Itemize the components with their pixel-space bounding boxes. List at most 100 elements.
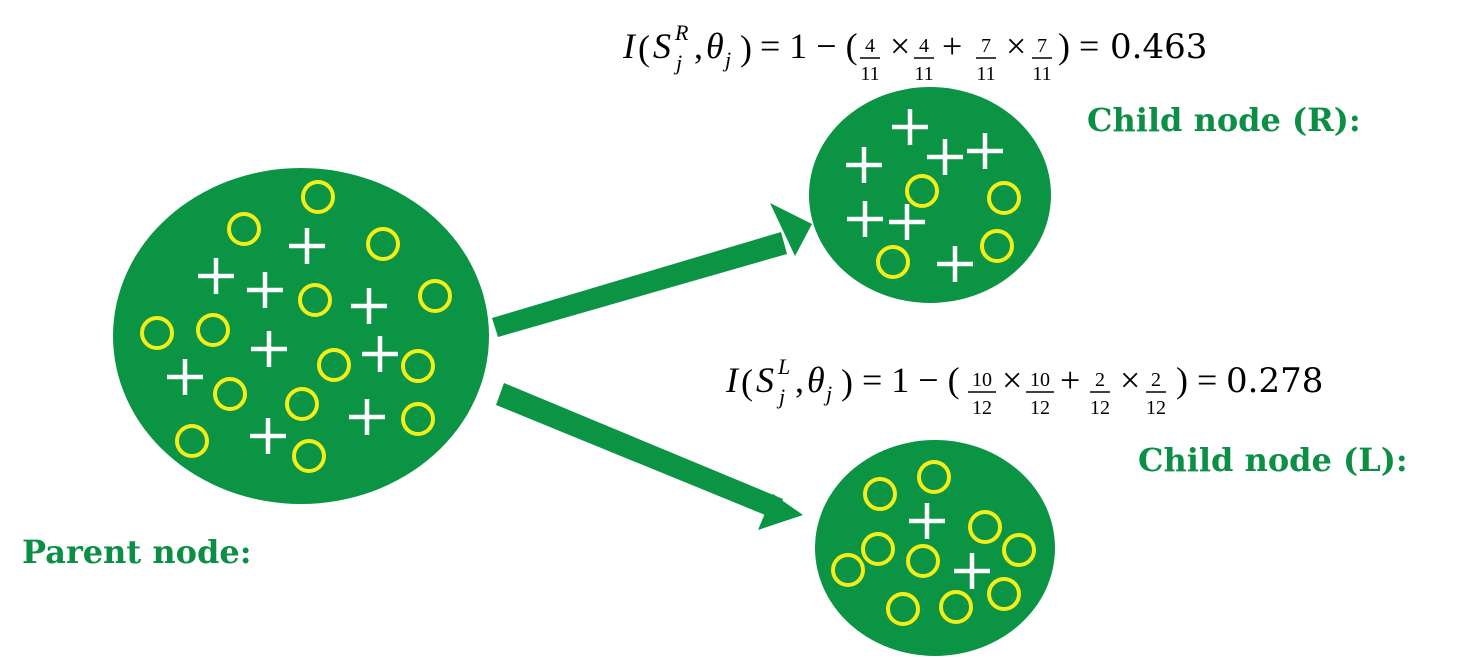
class-circle-marker xyxy=(418,279,452,313)
class-plus-marker xyxy=(937,246,973,282)
formula-left-S: S xyxy=(756,360,774,400)
formula-right-S: S xyxy=(653,26,671,66)
impurity-formula-right: I ( S R j , θ j ) = 1 − ( 4 11 × 4 11 + … xyxy=(622,20,1207,85)
formula-right-comma: , xyxy=(694,26,703,66)
class-circle-marker xyxy=(298,283,332,317)
class-circle-marker xyxy=(831,553,865,587)
class-circle-marker xyxy=(285,387,319,421)
formula-right-close: ) = xyxy=(1058,26,1099,66)
formula-left-sub: j xyxy=(776,384,785,409)
child-node-left-label: Child node (L): xyxy=(1138,441,1408,479)
class-circle-marker xyxy=(917,460,951,494)
formula-left-close: ) = xyxy=(1176,360,1217,400)
class-circle-marker xyxy=(939,590,973,624)
formula-left-result: 0.278 xyxy=(1226,361,1323,401)
formula-right-f2-num: 4 xyxy=(919,35,929,57)
class-plus-marker xyxy=(351,288,387,324)
formula-right-lparen: ( xyxy=(638,28,650,68)
class-plus-marker xyxy=(889,204,925,240)
class-plus-marker xyxy=(247,272,283,308)
class-circle-marker xyxy=(980,229,1014,263)
impurity-formula-left: I ( S L j , θ j ) = 1 − ( 10 12 × 10 12 … xyxy=(725,354,1323,419)
formula-left-theta: θ xyxy=(807,360,825,400)
formula-left-f4-den: 12 xyxy=(1146,397,1166,419)
class-plus-marker xyxy=(250,418,286,454)
class-plus-marker xyxy=(349,399,385,435)
formula-right-eq: = 1 − ( xyxy=(760,26,858,66)
class-circle-marker xyxy=(987,577,1021,611)
formula-right-f4-num: 7 xyxy=(1037,35,1047,57)
class-plus-marker xyxy=(892,109,928,145)
formula-left-f3-num: 2 xyxy=(1095,369,1105,391)
class-circle-marker xyxy=(140,316,174,350)
class-circle-marker xyxy=(1002,533,1036,567)
class-circle-marker xyxy=(968,510,1002,544)
class-circle-marker xyxy=(175,424,209,458)
formula-left-rparen: ) xyxy=(841,362,853,402)
child-node-right-samples xyxy=(846,109,1021,282)
child-node-right xyxy=(809,87,1051,303)
formula-left-times2: × xyxy=(1120,360,1140,400)
child-node-right-label: Child node (R): xyxy=(1087,101,1361,139)
class-circle-marker xyxy=(292,439,326,473)
class-circle-marker xyxy=(213,377,247,411)
formula-left-f1-num: 10 xyxy=(972,369,992,391)
class-plus-marker xyxy=(927,139,963,175)
formula-right-f3-num: 7 xyxy=(981,35,991,57)
formula-left-eq: = 1 − ( xyxy=(862,360,960,400)
formula-right-times2: × xyxy=(1006,26,1026,66)
class-circle-marker xyxy=(863,477,897,511)
formula-left-f3-den: 12 xyxy=(1090,397,1110,419)
formula-right-times1: × xyxy=(890,26,910,66)
class-circle-marker xyxy=(317,348,351,382)
arrow-to-right-child xyxy=(492,203,812,337)
class-circle-marker xyxy=(861,532,895,566)
arrow-to-left-child xyxy=(496,383,803,530)
class-plus-marker xyxy=(198,258,234,294)
class-plus-marker xyxy=(251,331,287,367)
formula-right-sup: R xyxy=(674,20,689,45)
class-plus-marker xyxy=(167,359,203,395)
formula-right-theta: θ xyxy=(706,26,724,66)
formula-right-f1-den: 11 xyxy=(860,63,879,85)
formula-left-plus: + xyxy=(1060,360,1080,400)
parent-node-label: Parent node: xyxy=(22,533,252,571)
formula-left-comma: , xyxy=(795,360,804,400)
formula-right-f1-num: 4 xyxy=(865,35,875,57)
formula-right-result: 0.463 xyxy=(1110,27,1207,67)
formula-left-times1: × xyxy=(1002,360,1022,400)
formula-left-I: I xyxy=(725,360,740,400)
parent-node-samples xyxy=(140,180,452,473)
formula-right-f3-den: 11 xyxy=(976,63,995,85)
class-plus-marker xyxy=(954,553,990,589)
class-circle-marker xyxy=(876,245,910,279)
class-plus-marker xyxy=(967,133,1003,169)
class-plus-marker xyxy=(289,228,325,264)
class-circle-marker xyxy=(987,181,1021,215)
class-circle-marker xyxy=(196,313,230,347)
child-node-left-samples xyxy=(831,460,1036,626)
class-circle-marker xyxy=(906,544,940,578)
formula-left-sup: L xyxy=(777,354,790,379)
formula-left-f2-num: 10 xyxy=(1030,369,1050,391)
class-circle-marker xyxy=(886,592,920,626)
class-circle-marker xyxy=(401,402,435,436)
class-circle-marker xyxy=(366,227,400,261)
formula-right-f4-den: 11 xyxy=(1032,63,1051,85)
formula-right-f2-den: 11 xyxy=(914,63,933,85)
formula-left-f2-den: 12 xyxy=(1030,397,1050,419)
class-plus-marker xyxy=(909,503,945,539)
class-plus-marker xyxy=(846,147,882,183)
child-node-right-disc xyxy=(809,87,1051,303)
parent-node xyxy=(113,168,489,504)
formula-right-sub: j xyxy=(673,50,682,75)
class-plus-marker xyxy=(362,336,398,372)
parent-node-disc xyxy=(113,168,489,504)
class-circle-marker xyxy=(401,349,435,383)
formula-left-lparen: ( xyxy=(741,362,753,402)
formula-left-f4-num: 2 xyxy=(1151,369,1161,391)
class-circle-marker xyxy=(905,174,939,208)
class-circle-marker xyxy=(301,180,335,214)
formula-right-rparen: ) xyxy=(740,28,752,68)
